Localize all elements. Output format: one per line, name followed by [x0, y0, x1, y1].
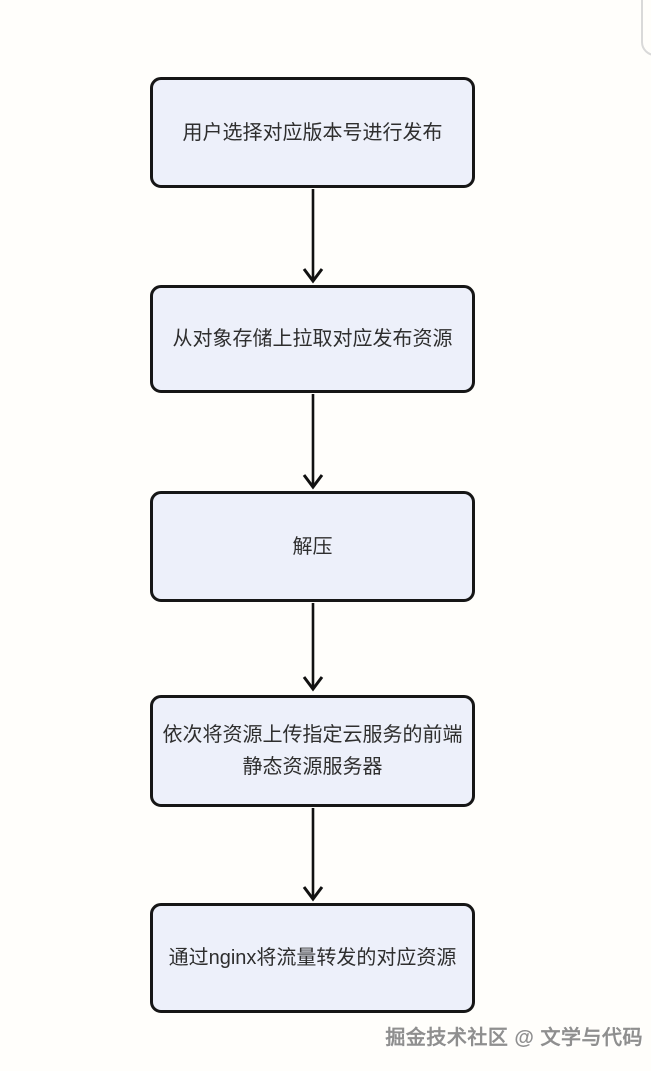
page-corner-decoration [641, 0, 651, 56]
flow-node-select-version: 用户选择对应版本号进行发布 [150, 77, 475, 188]
watermark: 掘金技术社区 @ 文学与代码 [385, 1027, 643, 1049]
flow-node-pull-resource: 从对象存储上拉取对应发布资源 [150, 285, 475, 393]
flow-node-unzip: 解压 [150, 491, 475, 602]
down-arrow-icon [302, 394, 324, 490]
flow-node-upload-static: 依次将资源上传指定云服务的前端静态资源服务器 [150, 695, 475, 807]
flow-node-nginx-forward: 通过nginx将流量转发的对应资源 [150, 903, 475, 1013]
down-arrow-icon [302, 603, 324, 692]
down-arrow-icon [302, 808, 324, 902]
down-arrow-icon [302, 189, 324, 284]
